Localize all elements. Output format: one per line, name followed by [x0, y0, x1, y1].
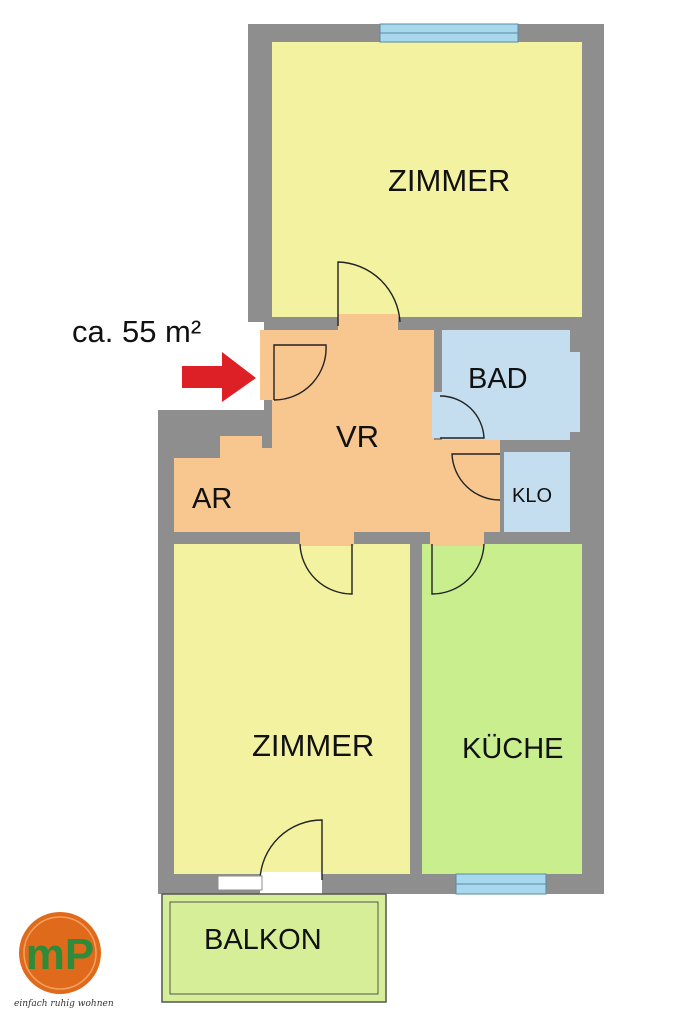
label-klo: KLO	[512, 485, 552, 507]
label-zimmer-top: ZIMMER	[388, 163, 510, 198]
logo-letters: mP	[26, 930, 94, 979]
label-ar: AR	[192, 483, 232, 515]
door-klo	[451, 453, 501, 501]
label-kueche: KÜCHE	[462, 733, 564, 765]
door-kueche	[431, 543, 485, 595]
label-zimmer-bottom: ZIMMER	[252, 728, 374, 763]
room-klo	[504, 452, 570, 532]
windows	[217, 23, 547, 895]
door-balkon	[259, 819, 323, 881]
logo-tagline: einfach ruhig wohnen	[14, 999, 114, 1009]
label-bad: BAD	[468, 363, 528, 395]
entry-arrow-icon	[182, 352, 256, 402]
door-entry	[273, 344, 327, 401]
door-zimmer-top	[337, 261, 401, 326]
room-vr	[272, 330, 500, 532]
door-zimmer-bottom	[299, 543, 353, 595]
room-balkon	[161, 893, 387, 1003]
door-swings	[259, 261, 501, 881]
room-ar	[174, 436, 276, 532]
label-vr: VR	[336, 419, 379, 454]
company-logo: mP einfach ruhig wohnen	[14, 912, 114, 1009]
area-label: ca. 55 m²	[72, 314, 201, 349]
door-openings	[260, 314, 484, 894]
room-zimmer-bottom	[174, 544, 410, 874]
window-zimmer-bottom	[217, 875, 263, 891]
room-bad	[442, 330, 570, 440]
label-balkon: BALKON	[204, 924, 322, 956]
rooms	[174, 42, 582, 874]
logo-circle	[19, 912, 101, 994]
door-bad	[439, 395, 485, 439]
room-kueche	[422, 544, 582, 874]
room-zimmer-top	[272, 42, 582, 320]
balkon-area	[161, 893, 387, 1003]
room-bad-notch	[568, 352, 580, 432]
